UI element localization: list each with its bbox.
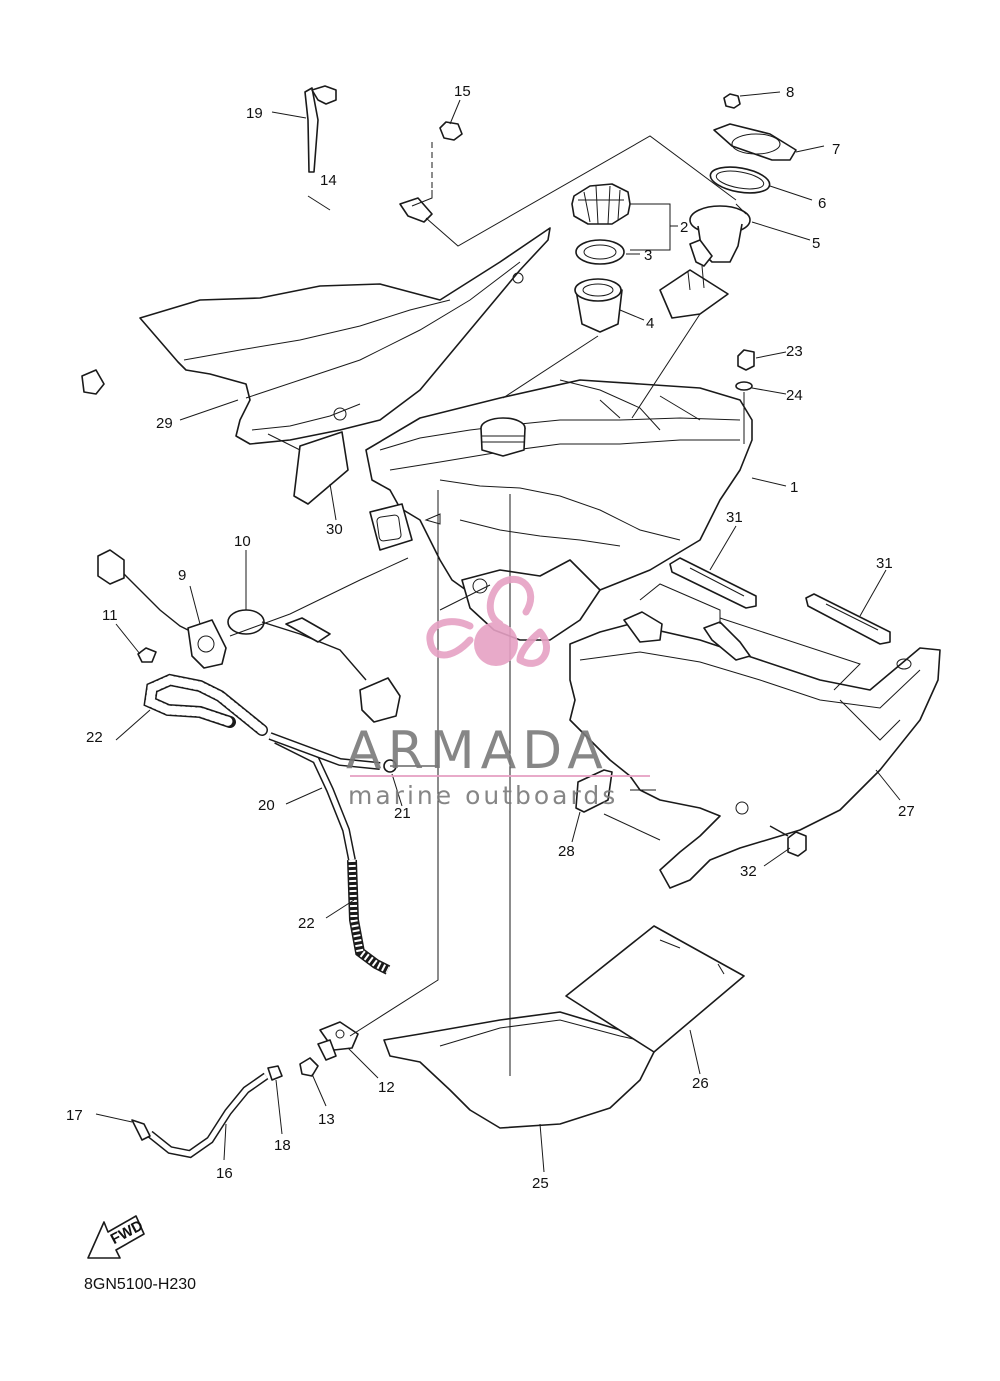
leader-lines <box>95 91 901 1173</box>
callout-29: 29 <box>156 415 173 432</box>
callout-3: 3 <box>644 247 652 264</box>
watermark-brand: ARMADA <box>346 721 609 781</box>
part-strap-31b <box>805 593 891 645</box>
part-bolt-32 <box>769 825 807 857</box>
part-pad-28 <box>575 769 613 813</box>
part-plate-7 <box>713 123 797 161</box>
callout-22a: 22 <box>86 729 103 746</box>
callout-12: 12 <box>378 1079 395 1096</box>
callout-7: 7 <box>832 141 840 158</box>
callout-2: 2 <box>680 219 688 236</box>
part-screw-13 <box>299 1057 319 1077</box>
callout-15: 15 <box>454 83 471 100</box>
part-hose-22b <box>347 859 391 975</box>
callout-25: 25 <box>532 1175 549 1192</box>
fwd-arrow: FWD <box>87 1215 146 1259</box>
part-breather-hose-14 <box>81 197 433 395</box>
callout-22b: 22 <box>298 915 315 932</box>
part-gasket-3 <box>575 239 625 265</box>
callout-23: 23 <box>786 343 803 360</box>
watermark-tagline: marine outboards <box>348 781 618 810</box>
callout-9: 9 <box>178 567 186 584</box>
callout-32: 32 <box>740 863 757 880</box>
callout-18: 18 <box>274 1137 291 1154</box>
part-washer-24 <box>735 381 753 391</box>
callout-24: 24 <box>786 387 803 404</box>
part-plug-23 <box>737 349 755 371</box>
callout-30: 30 <box>326 521 343 538</box>
callout-27: 27 <box>898 803 915 820</box>
part-hose-20 <box>268 732 381 861</box>
watermark-logo-center <box>474 622 518 666</box>
callout-labels: 1 2 3 4 5 6 7 8 9 10 11 12 13 14 15 16 1… <box>66 83 915 1192</box>
part-clip-15 <box>431 121 463 190</box>
part-filler-neck-4 <box>574 278 623 333</box>
callout-4: 4 <box>646 315 654 332</box>
callout-1: 1 <box>790 479 798 496</box>
part-gasket-6 <box>709 166 771 194</box>
callout-11: 11 <box>102 607 118 624</box>
callout-28: 28 <box>558 843 575 860</box>
callout-31a: 31 <box>726 509 743 526</box>
part-pad-30 <box>293 431 349 505</box>
callout-26: 26 <box>692 1075 709 1092</box>
watermark-logo <box>426 575 550 667</box>
part-fuel-cap-2 <box>571 183 631 225</box>
callout-19: 19 <box>246 105 263 122</box>
part-valve-12 <box>317 1021 359 1061</box>
part-mat-26 <box>565 925 745 1053</box>
part-hose-16 <box>147 1072 269 1159</box>
part-clamp-18 <box>267 1065 283 1081</box>
part-sender-arm-10 <box>227 609 401 723</box>
callout-6: 6 <box>818 195 826 212</box>
callout-16: 16 <box>216 1165 233 1182</box>
part-strap-31a <box>669 557 757 609</box>
part-sender-wire-9 <box>97 549 227 669</box>
part-left-cover-29 <box>139 227 551 445</box>
callout-5: 5 <box>812 235 820 252</box>
callout-14: 14 <box>320 172 337 189</box>
callout-10: 10 <box>234 533 251 550</box>
diagram-code: 8GN5100-H230 <box>84 1276 196 1293</box>
callout-8: 8 <box>786 84 794 101</box>
part-right-cover-27 <box>569 611 941 889</box>
part-fuel-pump-5 <box>659 203 751 319</box>
part-nut-8 <box>723 93 741 109</box>
part-fuel-tank-1 <box>365 379 753 641</box>
callout-17: 17 <box>66 1107 83 1124</box>
part-screw-11 <box>137 647 157 663</box>
callout-21: 21 <box>394 805 411 822</box>
part-cable-tie <box>304 85 337 173</box>
callout-20: 20 <box>258 797 275 814</box>
part-hose-22a <box>143 673 268 736</box>
part-clamp-17 <box>131 1119 151 1141</box>
watermark: ARMADA marine outboards <box>346 575 650 810</box>
callout-13: 13 <box>318 1111 335 1128</box>
callout-31b: 31 <box>876 555 893 572</box>
